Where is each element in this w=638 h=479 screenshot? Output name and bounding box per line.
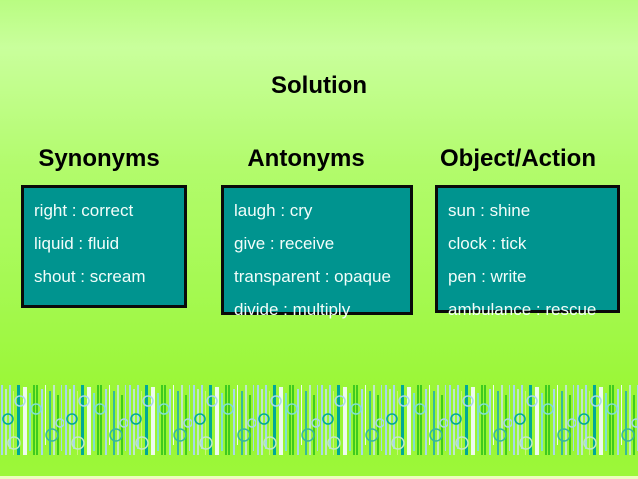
object-action-box: sun : shine clock : tick pen : write amb… xyxy=(435,185,620,319)
word-pair: sun : shine xyxy=(448,201,531,220)
word-pair: pen : write xyxy=(448,267,527,286)
word-pair: right : correct xyxy=(34,201,134,220)
column-header-antonyms: Antonyms xyxy=(247,145,365,172)
synonyms-box: right : correct liquid : fluid shout : s… xyxy=(21,185,187,308)
word-pair: liquid : fluid xyxy=(34,234,120,253)
word-pair: ambulance : rescue xyxy=(448,300,597,319)
column-header-synonyms: Synonyms xyxy=(38,145,160,172)
slide-title: Solution xyxy=(271,72,367,99)
word-pair: shout : scream xyxy=(34,267,146,286)
slide-bottom-edge xyxy=(0,476,638,479)
word-pair: divide : multiply xyxy=(234,300,351,319)
antonyms-box: laugh : cry give : receive transparent :… xyxy=(221,185,413,319)
word-pair: transparent : opaque xyxy=(234,267,391,286)
barcode-stripe-decoration xyxy=(0,385,638,455)
word-pair: clock : tick xyxy=(448,234,527,253)
word-pair: give : receive xyxy=(234,234,335,253)
word-pair: laugh : cry xyxy=(234,201,313,220)
column-header-object-action: Object/Action xyxy=(439,145,597,172)
